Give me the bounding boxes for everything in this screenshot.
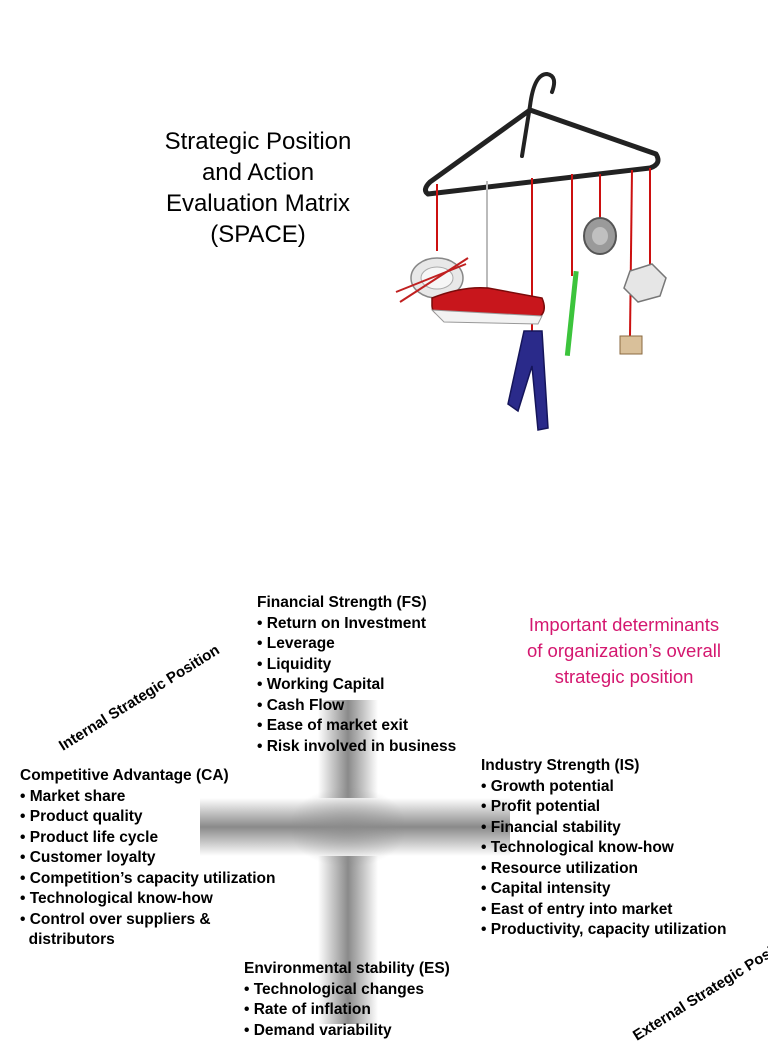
list-item: Ease of market exit [257,716,456,737]
list-item: Product life cycle [20,828,275,849]
environmental-stability-list: Technological changes Rate of inflation … [244,980,450,1042]
industry-strength-heading: Industry Strength (IS) [481,756,726,777]
list-item: Working Capital [257,675,456,696]
competitive-advantage-block: Competitive Advantage (CA) Market share … [20,766,275,951]
list-item: Technological know-how [481,838,726,859]
list-item: Productivity, capacity utilization [481,920,726,941]
list-item: Technological know-how [20,889,275,910]
environmental-stability-heading: Environmental stability (ES) [244,959,450,980]
list-item: Profit potential [481,797,726,818]
determinants-note: Important determinants of organization’s… [500,612,748,690]
list-item: Risk involved in business [257,737,456,758]
list-item: Growth potential [481,777,726,798]
list-item: Customer loyalty [20,848,275,869]
list-item: Control over suppliers & [20,910,275,931]
list-item: Resource utilization [481,859,726,880]
list-item-continuation: distributors [20,930,275,951]
note-line: of organization’s overall [500,638,748,664]
list-item: Rate of inflation [244,1000,450,1021]
list-item: Capital intensity [481,879,726,900]
list-item: Leverage [257,634,456,655]
list-item: Market share [20,787,275,808]
list-item: Product quality [20,807,275,828]
industry-strength-list: Growth potential Profit potential Financ… [481,777,726,941]
list-item: Return on Investment [257,614,456,635]
competitive-advantage-list: Market share Product quality Product lif… [20,787,275,951]
list-item: Cash Flow [257,696,456,717]
financial-strength-list: Return on Investment Leverage Liquidity … [257,614,456,758]
list-item: East of entry into market [481,900,726,921]
financial-strength-block: Financial Strength (FS) Return on Invest… [257,593,456,757]
note-line: strategic position [500,664,748,690]
list-item: Financial stability [481,818,726,839]
list-item: Technological changes [244,980,450,1001]
environmental-stability-block: Environmental stability (ES) Technologic… [244,959,450,1041]
note-line: Important determinants [500,612,748,638]
industry-strength-block: Industry Strength (IS) Growth potential … [481,756,726,941]
competitive-advantage-heading: Competitive Advantage (CA) [20,766,275,787]
list-item: Liquidity [257,655,456,676]
list-item: Competition’s capacity utilization [20,869,275,890]
financial-strength-heading: Financial Strength (FS) [257,593,456,614]
